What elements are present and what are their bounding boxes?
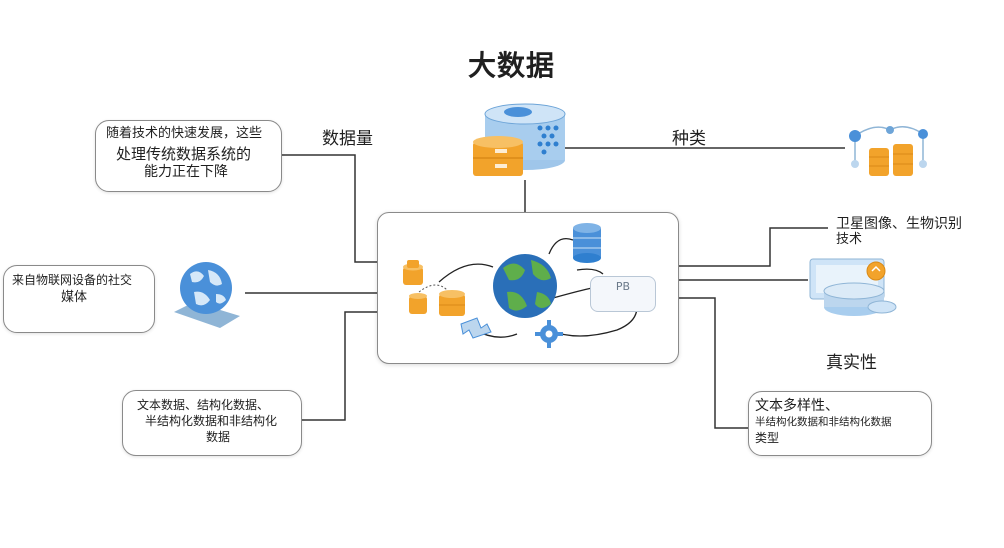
line-textdiv <box>677 297 750 429</box>
puzzle-icon <box>460 317 492 339</box>
callout-iot: 来自物联网设备的社交 媒体 <box>3 265 155 333</box>
database-stack-icon <box>473 103 566 176</box>
callout-struct-line1: 文本数据、结构化数据、 <box>137 398 270 412</box>
line-tech <box>280 154 377 263</box>
callout-struct: 文本数据、结构化数据、 半结构化数据和非结构化 数据 <box>122 390 302 456</box>
globe-laptop-icon <box>174 262 240 328</box>
blue-database-icon <box>573 223 601 263</box>
line-struct <box>300 311 377 421</box>
gear-icon <box>535 320 563 348</box>
line-satellite <box>677 227 828 267</box>
satellite-line2: 技术 <box>836 232 863 247</box>
callout-struct-line2: 半结构化数据和非结构化 <box>145 414 278 428</box>
callout-textdiv-line3: 类型 <box>755 431 780 445</box>
page-title: 大数据 <box>468 49 556 82</box>
label-variety: 种类 <box>672 129 706 149</box>
callout-tech-line3: 能力正在下降 <box>144 164 228 180</box>
label-veracity: 真实性 <box>826 353 877 373</box>
callout-tech-line2: 处理传统数据系统的 <box>116 145 252 163</box>
callout-tech: 随着技术的快速发展，这些 处理传统数据系统的 能力正在下降 <box>95 120 282 192</box>
satellite-line1: 卫星图像、生物识别 <box>836 216 962 232</box>
small-database-icon <box>403 260 423 285</box>
label-volume: 数据量 <box>322 129 373 149</box>
pb-label: PB <box>615 280 631 293</box>
callout-textdiv-line1: 文本多样性、 <box>755 398 839 414</box>
callout-text-diversity: 文本多样性、 半结构化数据和非结构化数据 类型 <box>748 391 932 456</box>
globe-icon <box>493 254 557 318</box>
callout-textdiv-line2: 半结构化数据和非结构化数据 <box>755 416 892 428</box>
pb-box: PB <box>590 276 656 312</box>
network-database-icon <box>849 126 928 176</box>
monitor-database-icon <box>809 258 897 316</box>
callout-iot-line2: 媒体 <box>61 290 88 305</box>
callout-iot-line1: 来自物联网设备的社交 <box>12 273 133 287</box>
callout-tech-line1: 随着技术的快速发展，这些 <box>106 126 263 141</box>
orange-database-pair-icon <box>409 284 465 316</box>
callout-struct-line3: 数据 <box>206 430 231 444</box>
center-illustration <box>403 223 638 348</box>
